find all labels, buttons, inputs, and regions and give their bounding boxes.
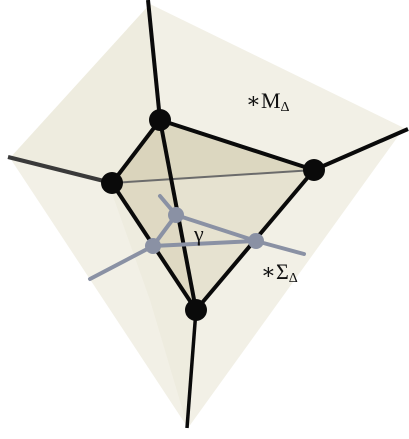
thin-edge [111,169,315,184]
label-sigma-delta-sub: Δ [289,271,298,286]
outer-region-shade [10,4,196,428]
black-edge-bottom [185,309,198,429]
black-edge-top [146,0,162,121]
grey-edge-upper-right [174,213,258,243]
black-node-right [303,159,325,181]
grey-edge-right-out [254,239,306,256]
label-m-delta-sub: Δ [281,100,290,115]
black-node-bottom [185,299,207,321]
grey-edge-lower-left [88,244,155,281]
label-gamma: γ [193,221,204,246]
inner-triangle-left-shade [112,120,196,310]
label-sigma-delta: ∗ΣΔ [261,259,298,286]
grey-edge-mid [151,239,258,248]
label-sigma-delta-main: ∗Σ [261,259,289,284]
grey-node-right [248,233,264,249]
black-edge-top-left [110,118,162,185]
black-edge-right [313,127,409,172]
black-node-left [101,172,123,194]
label-m-delta: ∗MΔ [246,88,290,115]
black-edge-top-right [159,118,315,172]
grey-node-upper [168,207,184,223]
grey-node-left [145,238,161,254]
grey-graph [88,194,306,281]
black-edge-left [7,155,113,185]
black-node-top [149,109,171,131]
label-m-delta-main: ∗M [246,88,281,113]
